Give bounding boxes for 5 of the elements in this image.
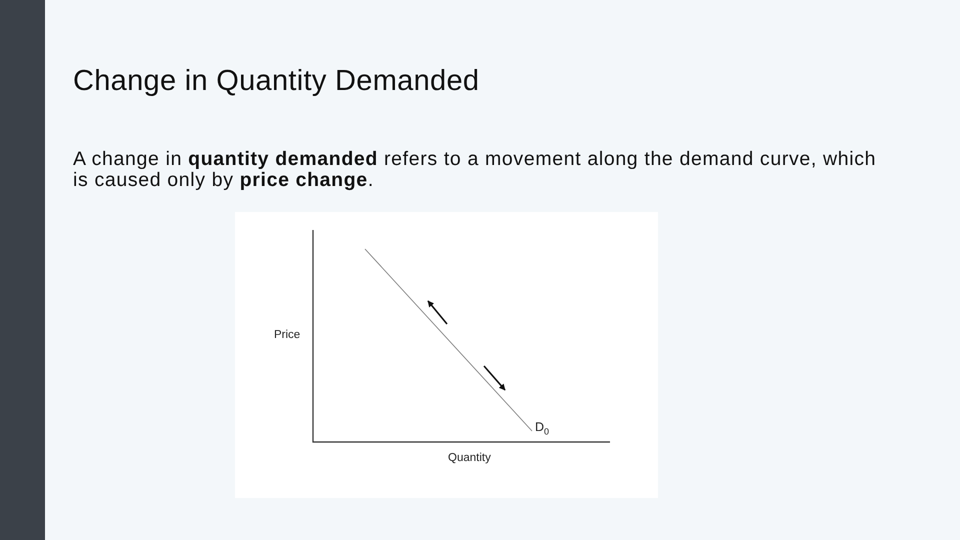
y-axis-label: Price (274, 329, 300, 342)
curve-label: D$_{0}$ (535, 421, 550, 438)
description-text: A change in quantity demanded refers to a movement along the demand curve, which is caused only by price change. (73, 149, 878, 191)
x-axis-label: Quantity (448, 452, 491, 465)
slide-title: Change in Quantity Demanded (73, 65, 480, 97)
